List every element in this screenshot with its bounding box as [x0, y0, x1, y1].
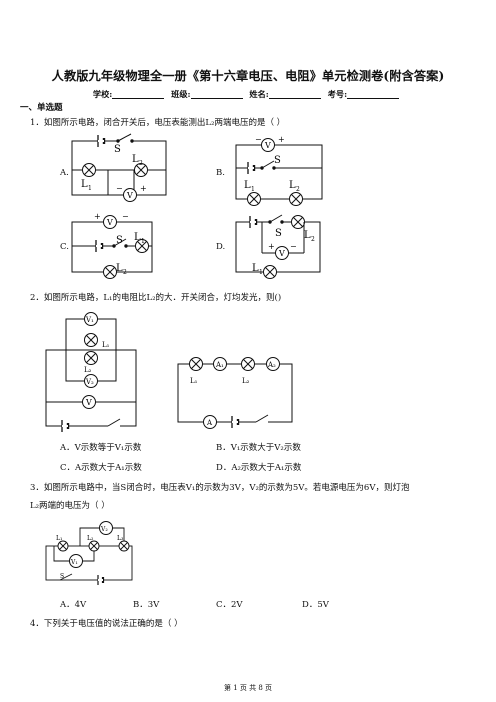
q3-l3-label: L₃: [117, 535, 124, 542]
q3-circuit[interactable]: [45, 521, 133, 586]
q3-l2-label: L₂: [87, 535, 94, 542]
q1c-minus: −: [122, 212, 129, 221]
q2-right-l2-label: L₂: [242, 377, 250, 385]
question-3-text-line1: 3．如图所示电路中，当S闭合时，电压表V₁的示数为3V，V₂的示数为5V。若电源…: [30, 483, 410, 493]
page-title: 人教版九年级物理全一册《第十六章电压、电阻》单元检测卷(附含答案): [51, 69, 445, 83]
q1c-voltmeter-label: V: [106, 218, 113, 227]
q1b-lamp1-label: L: [244, 180, 251, 191]
q2-v1-label: V₁: [85, 316, 94, 324]
q3-v2-label: V₂: [100, 526, 108, 533]
q3-option-c[interactable]: C．2V: [216, 600, 243, 610]
exam-no-label: 考号:: [327, 89, 348, 99]
q2-circuit-left[interactable]: [45, 312, 137, 433]
q2-v2-label: V₂: [85, 378, 94, 386]
question-2-text: 2．如图所示电路，L₁的电阻比L₂的大．开关闭合，灯均发光，则(): [30, 293, 282, 303]
school-label: 学校:: [92, 89, 113, 99]
q1c-lamp1-label: L: [134, 232, 141, 243]
q2-l1-label: L₁: [102, 341, 110, 349]
school-blank[interactable]: [112, 89, 165, 99]
q2-right-l1-label: L₁: [190, 377, 198, 385]
q1-option-c-label[interactable]: C.: [60, 242, 69, 252]
q1c-lamp2-label: L: [116, 263, 123, 274]
q2-v-label: V: [85, 398, 92, 407]
q1b-minus: −: [255, 135, 262, 144]
q2-option-b[interactable]: B．V₁示数大于V₂示数: [216, 443, 301, 453]
q2-a2-label: A₂: [267, 361, 276, 369]
q1b-lamp1-sub: 1: [251, 186, 255, 193]
q1c-lamp1-sub: 1: [141, 238, 145, 245]
q1b-plus: +: [278, 135, 285, 144]
q1a-lamp2-label: L: [132, 154, 139, 165]
q1d-lamp1-label: L: [252, 263, 259, 274]
class-label: 班级:: [171, 89, 191, 99]
q1d-minus: −: [290, 242, 297, 251]
q1b-voltmeter-label: V: [264, 141, 271, 150]
q1a-voltmeter-label: V: [126, 191, 133, 200]
q3-option-b[interactable]: B．3V: [133, 600, 160, 610]
q1a-switch-label: S: [114, 144, 121, 155]
q1a-lamp1-sub: 1: [88, 185, 92, 192]
question-1-text: 1．如图所示电路，闭合开关后，电压表能测出L₂两端电压的是（ ）: [30, 118, 286, 128]
question-3-text-line2: L₂两端的电压为（ ）: [30, 501, 110, 511]
class-blank[interactable]: [190, 89, 243, 99]
q1c-switch-label: S: [116, 235, 123, 246]
q1d-lamp2-sub: 2: [311, 236, 315, 243]
q1d-lamp2-label: L: [304, 230, 311, 241]
page-footer: 第 1 页 共 8 页: [223, 684, 273, 692]
q1-circuit-b[interactable]: [235, 138, 323, 206]
q1b-lamp2-label: L: [289, 180, 296, 191]
section-heading: 一、单选题: [20, 103, 63, 113]
q1a-lamp2-sub: 2: [139, 160, 143, 167]
q1b-switch-label: S: [274, 155, 281, 166]
q1a-plus: +: [140, 184, 147, 193]
q2-a1-label: A₁: [215, 361, 224, 369]
q1-circuit-a[interactable]: [71, 133, 167, 202]
exam-no-blank[interactable]: [347, 89, 400, 99]
q1d-switch-label: S: [275, 228, 282, 239]
q2-a-label: A: [206, 419, 213, 427]
q1-circuit-d[interactable]: [235, 214, 321, 279]
q1-option-b-label[interactable]: B.: [216, 168, 225, 178]
name-blank[interactable]: [268, 89, 321, 99]
q1c-plus: +: [94, 212, 101, 221]
q3-l1-label: L₁: [56, 535, 62, 542]
q1a-lamp1-label: L: [81, 179, 88, 190]
q2-l2-label: L₂: [84, 366, 92, 374]
q2-option-d[interactable]: D．A₂示数大于A₁示数: [216, 463, 302, 473]
q3-switch-label: S: [60, 573, 64, 580]
q1b-lamp2-sub: 2: [296, 186, 300, 193]
q1-circuit-c[interactable]: [71, 215, 153, 279]
q1d-voltmeter-label: V: [278, 249, 285, 258]
q3-option-a[interactable]: A．4V: [60, 600, 87, 610]
question-4-text: 4．下列关于电压值的说法正确的是（ ）: [30, 619, 183, 629]
q2-option-a[interactable]: A．V示数等于V₁示数: [60, 443, 142, 453]
name-label: 姓名:: [249, 89, 269, 99]
student-info-line: 学校: 班级: 姓名: 考号:: [0, 88, 496, 100]
q1d-lamp1-sub: 1: [259, 269, 263, 276]
q3-option-d[interactable]: D．5V: [302, 600, 329, 610]
q2-circuit-right[interactable]: [177, 357, 293, 429]
q3-v1-label: V₁: [70, 559, 78, 566]
q1c-lamp2-sub: 2: [123, 269, 127, 276]
q2-option-c[interactable]: C．A示数大于A₁示数: [60, 463, 142, 473]
q1-option-a-label[interactable]: A.: [60, 168, 69, 178]
q1d-plus: +: [268, 242, 275, 251]
q1-option-d-label[interactable]: D.: [216, 242, 226, 252]
q1a-minus: −: [116, 184, 123, 193]
